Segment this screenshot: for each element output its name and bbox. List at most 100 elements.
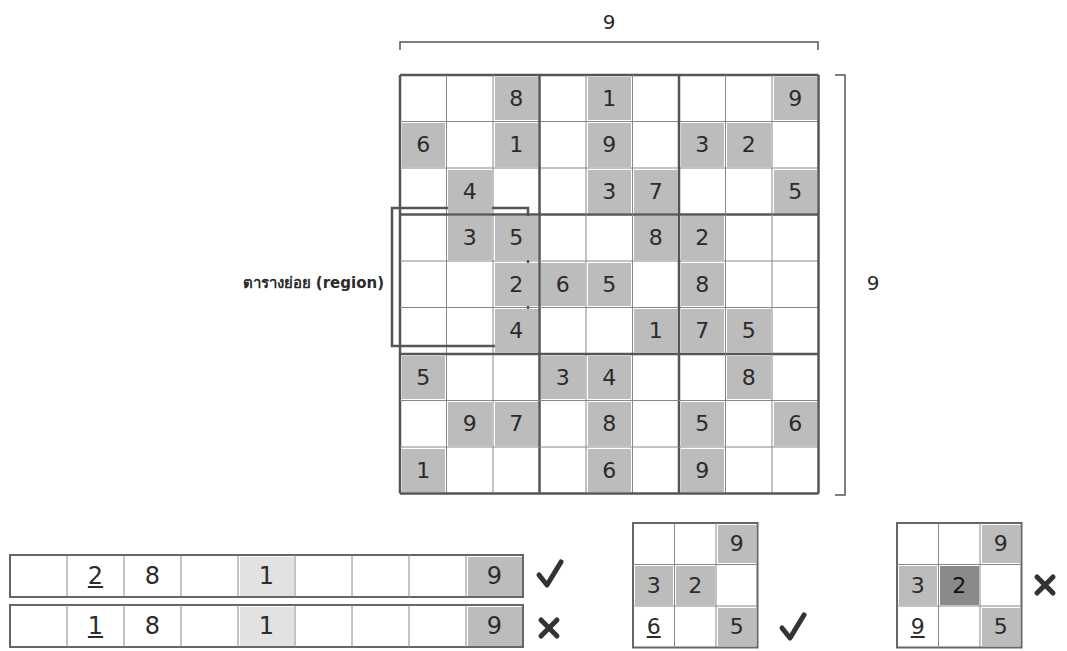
grid-line [400,121,819,122]
cell-line [466,605,467,647]
given-digit: 1 [634,309,678,353]
cell-line [124,555,125,597]
grid-line [725,75,726,494]
mini-region [897,523,1022,648]
example-digit: 3 [635,566,674,605]
example-digit: 6 [635,608,674,647]
cell-line [67,605,68,647]
given-digit: 8 [495,77,539,121]
given-digit: 8 [681,263,725,307]
given-digit: 2 [727,123,771,167]
given-digit: 1 [588,77,632,121]
given-digit: 9 [448,402,492,446]
grid-line [632,75,633,494]
example-digit: 1 [240,607,294,646]
cross-mark [1037,577,1053,593]
given-digit: 5 [774,170,818,214]
given-digit: 3 [541,356,585,400]
cell-line [409,555,410,597]
given-digit: 8 [727,356,771,400]
right-bracket [835,75,845,495]
cell-line [295,605,296,647]
cell-line [295,555,296,597]
example-digit: 1 [69,607,123,646]
cell-line [938,523,939,648]
given-digit: 1 [402,449,446,493]
top-bracket [400,42,818,50]
grid-line [772,75,773,494]
example-digit: 9 [899,608,938,647]
check-mark [782,615,804,638]
example-digit: 5 [718,608,757,647]
given-digit: 9 [774,77,818,121]
cell-line [633,564,758,565]
example-digit: 9 [982,525,1021,564]
cell-line [980,523,981,648]
cell-line [674,523,675,648]
dimension-brackets [400,42,845,495]
example-digit: 1 [240,557,294,596]
grid-line [400,168,819,169]
given-digit: 8 [588,402,632,446]
given-digit: 4 [448,170,492,214]
dimension-label: 9 [589,8,629,36]
example-digit: 8 [126,607,180,646]
cell-line [897,606,1022,607]
given-digit: 5 [495,216,539,260]
given-digit: 7 [681,309,725,353]
cross-mark [541,620,557,636]
given-digit: 9 [681,449,725,493]
cell-line [238,605,239,647]
cell-line [633,606,758,607]
example-digit: 5 [982,608,1021,647]
grid-line [400,492,819,495]
cell-line [181,605,182,647]
given-digit: 6 [402,123,446,167]
cell-line [238,555,239,597]
given-digit: 3 [448,216,492,260]
given-digit: 3 [681,123,725,167]
cell-line [716,523,717,648]
grid-line [400,400,819,401]
cell-line [466,555,467,597]
grid-line [817,75,820,494]
cell-line [352,605,353,647]
cell-line [67,555,68,597]
given-digit: 2 [495,263,539,307]
cell-line [409,605,410,647]
example-digit: 8 [126,557,180,596]
region-label: ตารางย่อย (region) [150,269,384,297]
example-digit: 2 [940,566,979,605]
grid-line [493,75,494,494]
example-digit: 2 [676,566,715,605]
given-digit: 7 [634,170,678,214]
dimension-label: 9 [856,269,890,297]
example-digit: 9 [468,607,522,646]
mini-region [633,523,758,648]
given-digit: 4 [588,356,632,400]
example-digit: 9 [468,557,522,596]
cell-line [181,555,182,597]
marks [539,562,1053,638]
given-digit: 8 [634,216,678,260]
given-digit: 7 [495,402,539,446]
given-digit: 9 [588,123,632,167]
cell-line [897,564,1022,565]
check-mark [539,562,561,585]
given-digit: 5 [588,263,632,307]
given-digit: 6 [588,449,632,493]
given-digit: 3 [588,170,632,214]
grid-line [400,261,819,262]
given-digit: 5 [727,309,771,353]
cell-line [352,555,353,597]
cell-line [124,605,125,647]
row-strip [10,605,523,647]
given-digit: 5 [402,356,446,400]
given-digit: 6 [774,402,818,446]
given-digit: 2 [681,216,725,260]
example-digit: 3 [899,566,938,605]
example-digit: 9 [718,525,757,564]
grid-line [400,307,819,308]
grid-line [446,75,447,494]
